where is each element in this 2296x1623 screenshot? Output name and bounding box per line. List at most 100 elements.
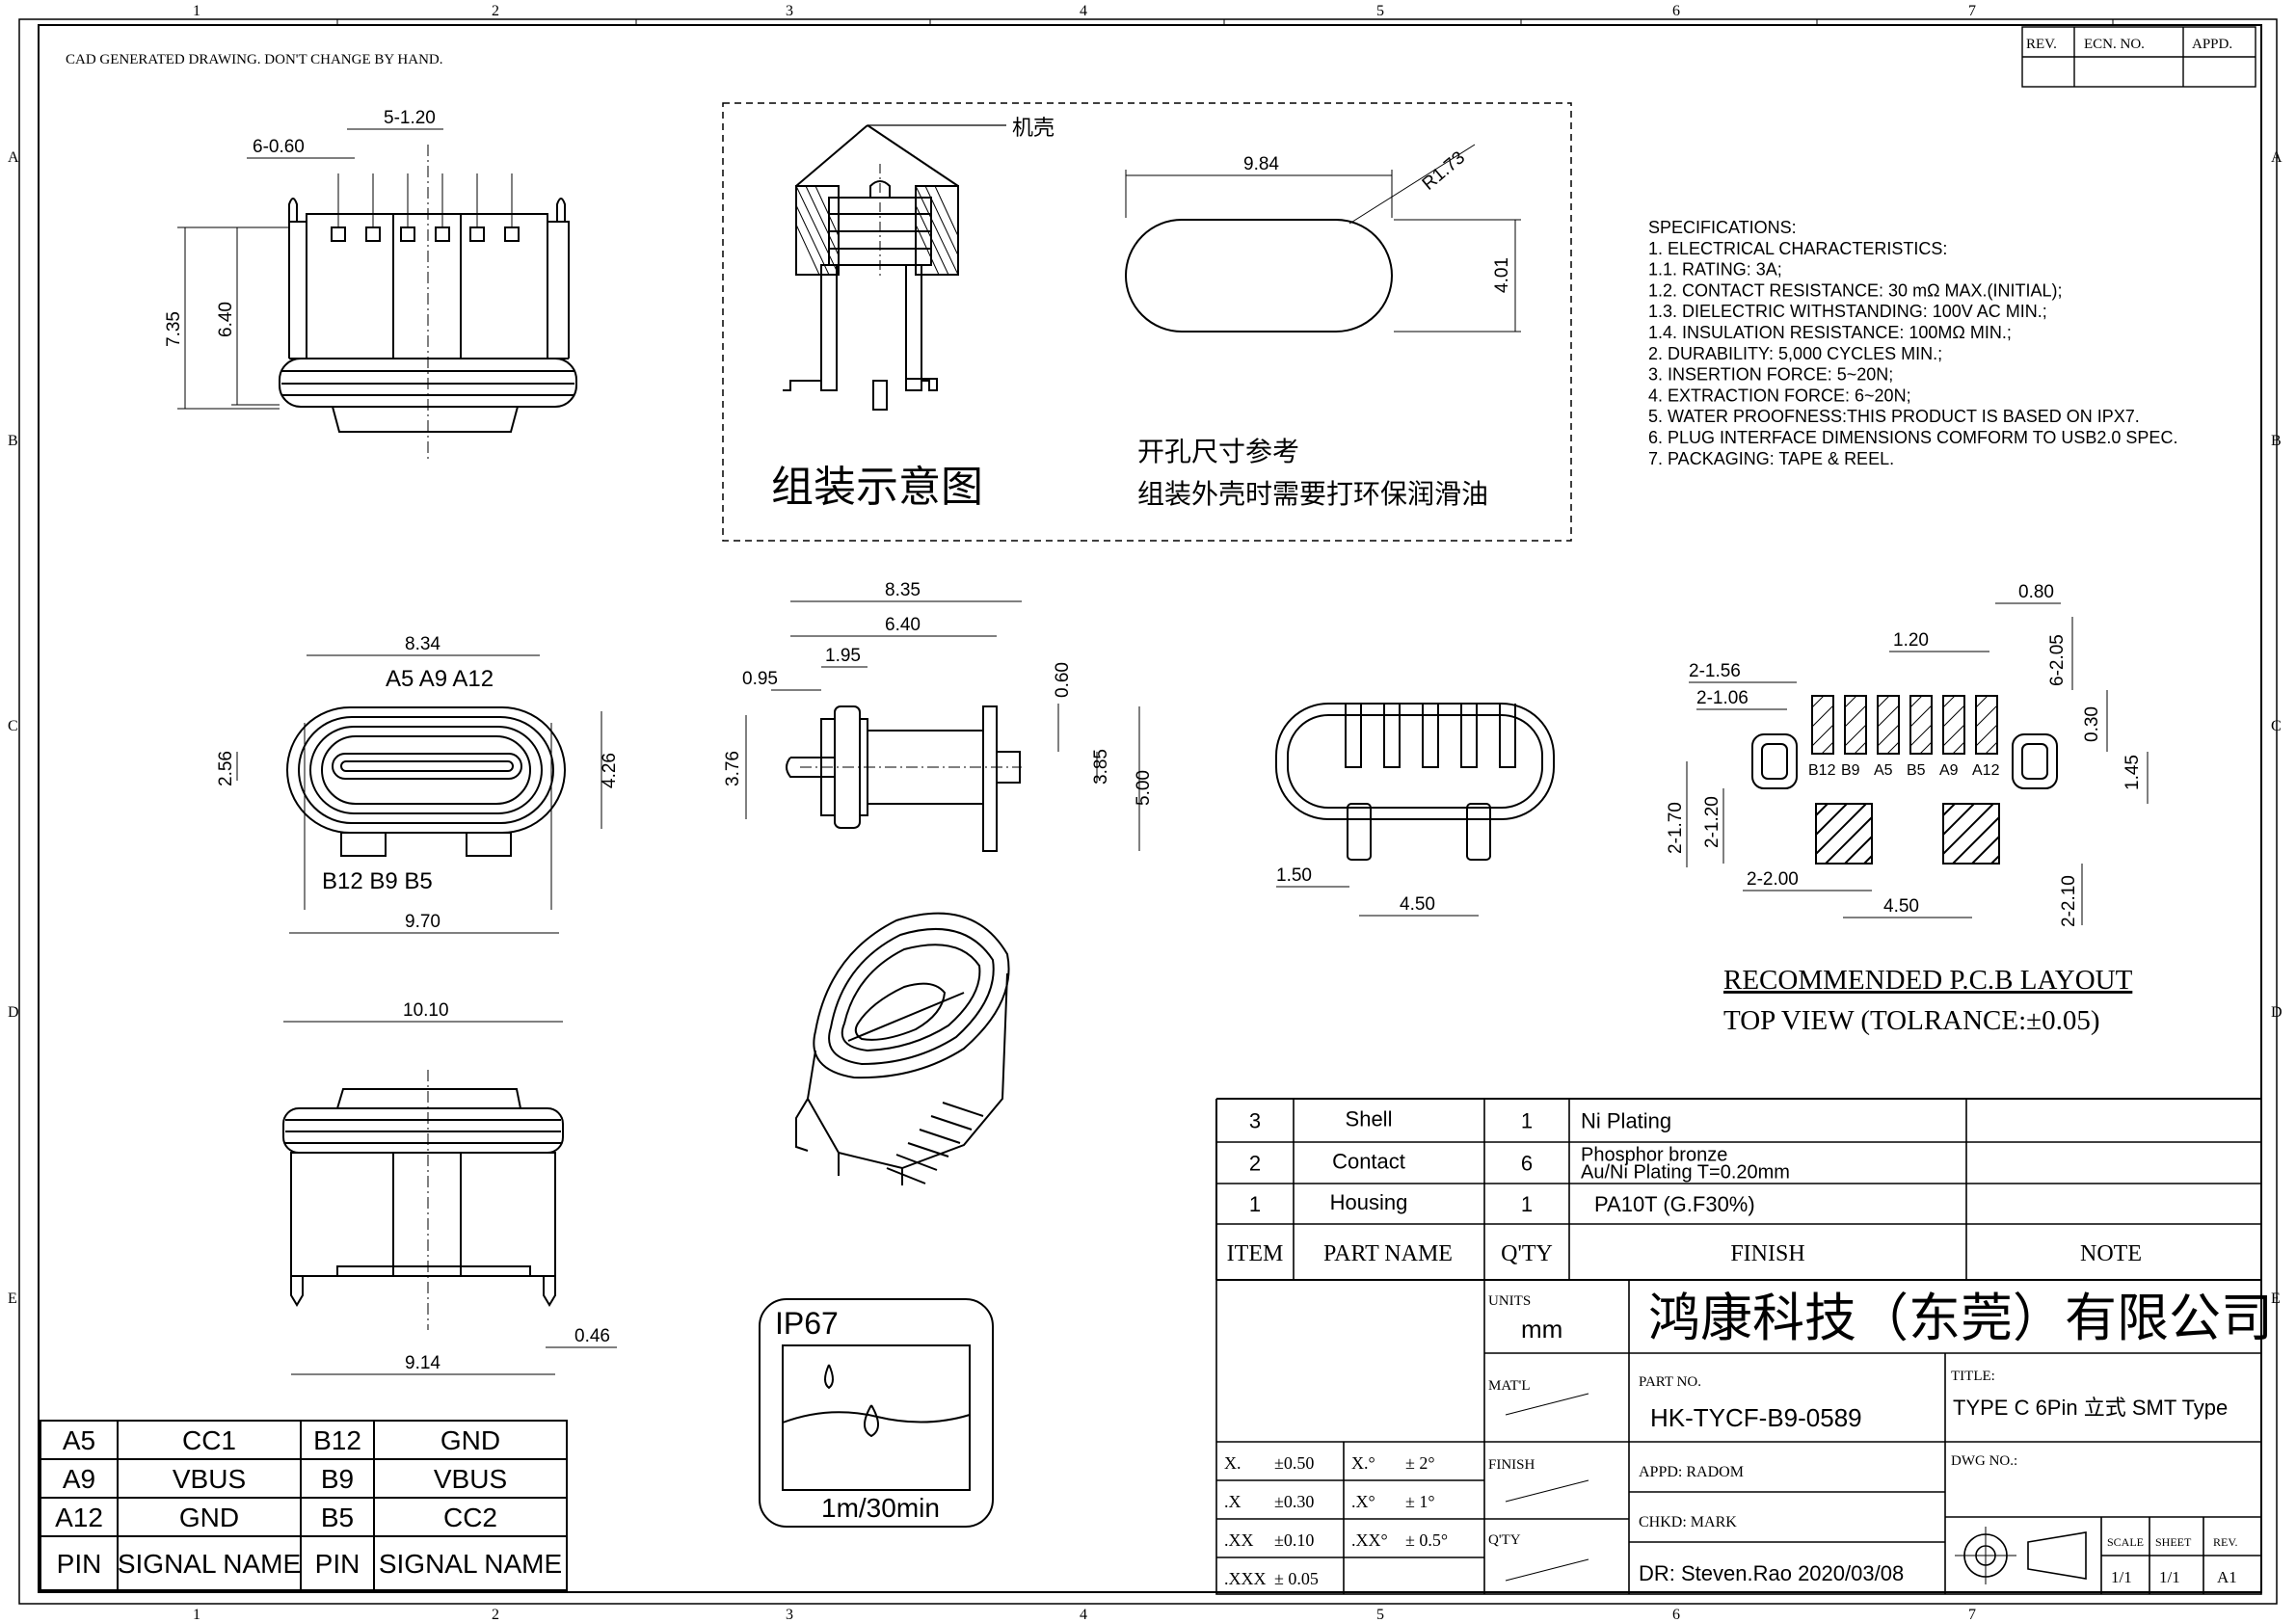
pcb-pad-hatch bbox=[1975, 695, 1998, 755]
rev-label: REV. bbox=[2213, 1535, 2237, 1549]
pcb-pin-label: B9 bbox=[1841, 762, 1860, 779]
front-width-bottom: 9.70 bbox=[405, 912, 441, 932]
bom-header: PART NAME bbox=[1323, 1241, 1453, 1266]
pin-table-cell bbox=[373, 1535, 568, 1591]
pin-table-text: B5 bbox=[321, 1503, 354, 1532]
column-marker: 6 bbox=[1672, 1607, 1680, 1623]
spec-line: 1.3. DIELECTRIC WITHSTANDING: 100V AC MI… bbox=[1648, 302, 2047, 321]
column-marker: 5 bbox=[1376, 3, 1384, 19]
qty-label: Q'TY bbox=[1488, 1532, 1521, 1548]
bottom-view-drawing bbox=[282, 1070, 564, 1330]
sheet-frame bbox=[18, 18, 2278, 1605]
cutout-radius-dim: R1.73 bbox=[1419, 147, 1469, 195]
pcb-shell-pitch: 4.50 bbox=[1883, 896, 1919, 917]
matl-label: MAT'L bbox=[1488, 1378, 1531, 1394]
rear-edge: 1.50 bbox=[1276, 865, 1312, 886]
pin-tip bbox=[504, 226, 520, 242]
pcb-hole-b: 2-1.20 bbox=[1702, 796, 1722, 848]
tolerance-cell: .X bbox=[1224, 1492, 1241, 1511]
cutout-drawing bbox=[1125, 144, 1521, 333]
front-pins-bottom: B12 B9 B5 bbox=[322, 868, 433, 894]
cad-note: CAD GENERATED DRAWING. DON'T CHANGE BY H… bbox=[66, 52, 442, 67]
bottom-pitch: 9.14 bbox=[405, 1353, 441, 1373]
pcb-pads bbox=[1811, 695, 1998, 755]
column-marker: 2 bbox=[492, 1607, 499, 1623]
side-height-mid: 3.85 bbox=[1091, 749, 1111, 785]
rev-header: REV. bbox=[2026, 37, 2057, 52]
pin-table-text: A9 bbox=[63, 1464, 95, 1494]
finish-label: FINISH bbox=[1488, 1457, 1535, 1473]
pin-tip bbox=[400, 226, 415, 242]
dr-value: DR: Steven.Rao 2020/03/08 bbox=[1639, 1561, 1904, 1585]
pcb-shell-h: 2-2.10 bbox=[2059, 875, 2079, 927]
spec-line: 4. EXTRACTION FORCE: 6~20N; bbox=[1648, 386, 1911, 405]
spec-line: 1.2. CONTACT RESISTANCE: 30 mΩ MAX.(INIT… bbox=[1648, 280, 2063, 300]
row-marker: A bbox=[2271, 149, 2283, 166]
specifications: SPECIFICATIONS: 1. ELECTRICAL CHARACTERIS… bbox=[1648, 218, 2177, 468]
pin-table-text: B12 bbox=[313, 1425, 361, 1455]
bom-qty: 1 bbox=[1521, 1192, 1533, 1216]
side-view-drawing bbox=[786, 705, 1022, 852]
front-dim-lines bbox=[236, 654, 602, 934]
pin-table-text: A12 bbox=[55, 1503, 103, 1532]
pcb-pin-label: A9 bbox=[1939, 762, 1959, 779]
tolerance-cell: .XXX bbox=[1224, 1569, 1267, 1588]
title-block bbox=[1215, 1279, 2262, 1595]
tolerance-cell: X. bbox=[1224, 1453, 1241, 1473]
rev-value: A1 bbox=[2217, 1568, 2237, 1586]
tolerance-cell: ± 2° bbox=[1405, 1453, 1435, 1473]
row-marker: E bbox=[2271, 1290, 2281, 1307]
dwg-label: DWG NO.: bbox=[1951, 1453, 2017, 1469]
tolerance-cell: ± 1° bbox=[1405, 1492, 1435, 1511]
spec-line: 1.1. RATING: 3A; bbox=[1648, 260, 1782, 279]
row-marker: D bbox=[8, 1004, 19, 1021]
pin-tip bbox=[331, 226, 346, 242]
bom-finish: PA10T (G.F30%) bbox=[1594, 1192, 1755, 1216]
units-label: UNITS bbox=[1488, 1293, 1531, 1309]
side-length-total: 8.35 bbox=[885, 580, 921, 600]
pcb-pad-hatch bbox=[1844, 695, 1867, 755]
rear-pitch: 4.50 bbox=[1400, 894, 1435, 915]
front-height-left: 2.56 bbox=[216, 751, 236, 786]
spec-line: 5. WATER PROOFNESS:THIS PRODUCT IS BASED… bbox=[1648, 407, 2140, 426]
side-length-body: 6.40 bbox=[885, 615, 921, 635]
pin-table-text: PIN bbox=[57, 1549, 102, 1579]
pcb-pad-hatch bbox=[1877, 695, 1900, 755]
appd-value: APPD: RADOM bbox=[1639, 1464, 1744, 1480]
spec-line: SPECIFICATIONS: bbox=[1648, 218, 1797, 237]
units-value: mm bbox=[1521, 1315, 1562, 1344]
spec-line: 2. DURABILITY: 5,000 CYCLES MIN.; bbox=[1648, 344, 1942, 363]
chkd-value: CHKD: MARK bbox=[1639, 1514, 1737, 1530]
tolerance-cell: ± 0.05 bbox=[1274, 1569, 1319, 1588]
tolerance-cell: .XX° bbox=[1351, 1530, 1388, 1550]
scale-value: 1/1 bbox=[2111, 1568, 2132, 1586]
assembly-section-drawing bbox=[783, 124, 1006, 411]
bom-header: FINISH bbox=[1730, 1241, 1804, 1266]
column-marker: 4 bbox=[1080, 3, 1087, 19]
row-marker: D bbox=[2271, 1004, 2283, 1021]
spec-line: 3. INSERTION FORCE: 5~20N; bbox=[1648, 365, 1893, 385]
pcb-pad-gap: 0.30 bbox=[2082, 706, 2102, 742]
pcb-pad-hatch bbox=[1909, 695, 1933, 755]
isometric-view-drawing bbox=[795, 912, 1010, 1185]
pin-table-text: GND bbox=[179, 1503, 239, 1532]
pin-tip bbox=[469, 226, 485, 242]
row-marker: E bbox=[8, 1290, 17, 1307]
front-view-drawing bbox=[286, 706, 566, 910]
bom-qty: 1 bbox=[1521, 1109, 1533, 1133]
side-dim-lines bbox=[745, 600, 1140, 851]
spec-line: 1. ELECTRICAL CHARACTERISTICS: bbox=[1648, 239, 1947, 258]
pin-table-text: CC2 bbox=[443, 1503, 497, 1532]
part-no: HK-TYCF-B9-0589 bbox=[1650, 1403, 1862, 1432]
column-marker: 1 bbox=[193, 3, 200, 19]
housing-label: 机壳 bbox=[1012, 116, 1055, 140]
tolerance-cell: ±0.50 bbox=[1274, 1453, 1314, 1473]
row-marker: B bbox=[8, 433, 18, 449]
pcb-pad-hatch bbox=[1811, 695, 1834, 755]
bottom-pin: 0.46 bbox=[574, 1326, 610, 1346]
column-marker: 3 bbox=[786, 3, 793, 19]
bom-finish: Ni Plating bbox=[1581, 1109, 1671, 1133]
front-pins-top: A5 A9 A12 bbox=[386, 666, 494, 692]
pcb-pad-h: 6-2.05 bbox=[2047, 634, 2068, 686]
